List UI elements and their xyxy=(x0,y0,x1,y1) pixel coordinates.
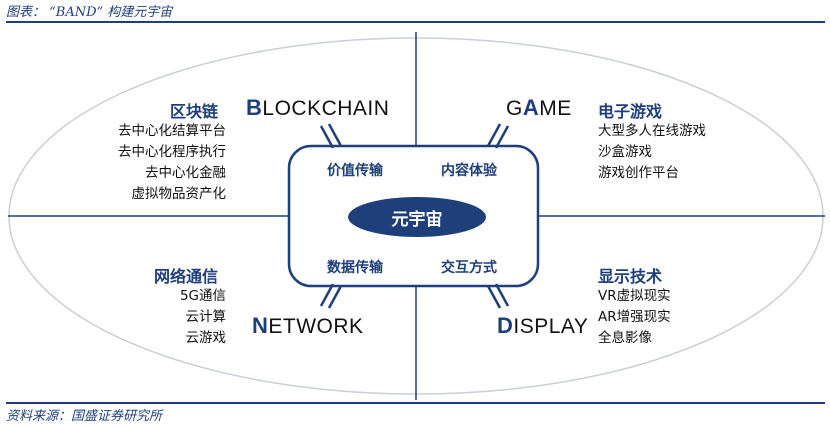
display-title: 显示技术 xyxy=(598,267,663,286)
list-item: 虚拟物品资产化 xyxy=(131,186,227,202)
blockchain-rest: LOCKCHAIN xyxy=(262,97,390,120)
game-list: 大型多人在线游戏 沙盒游戏 游戏创作平台 xyxy=(598,121,706,184)
core-metaverse: 元宇宙 xyxy=(348,197,486,237)
source-divider xyxy=(6,402,825,404)
list-item: 游戏创作平台 xyxy=(598,165,679,181)
blockchain-initial: B xyxy=(246,95,263,120)
list-item: 云游戏 xyxy=(185,330,227,346)
pill-data-transfer: 数据传输 xyxy=(327,260,383,276)
network-heading: NETWORK xyxy=(252,313,364,339)
blockchain-list: 去中心化结算平台 去中心化程序执行 去中心化金融 虚拟物品资产化 xyxy=(95,121,226,205)
connector-bottom-left xyxy=(319,283,343,309)
network-title: 网络通信 xyxy=(154,267,219,286)
display-rest: ISPLAY xyxy=(513,315,589,338)
connector-top-left xyxy=(319,123,343,149)
game-title: 电子游戏 xyxy=(598,102,663,121)
display-heading: DISPLAY xyxy=(497,313,588,339)
display-initial: D xyxy=(497,313,514,338)
list-item: 去中心化程序执行 xyxy=(118,144,226,160)
connector-bottom-right xyxy=(486,283,510,309)
figure-caption: 图表： “BAND” 构建元宇宙 xyxy=(6,5,173,20)
list-item: 去中心化金融 xyxy=(145,165,226,181)
list-item: 去中心化结算平台 xyxy=(118,123,226,139)
blockchain-heading: BLOCKCHAIN xyxy=(246,95,389,121)
blockchain-title: 区块链 xyxy=(170,102,219,121)
network-rest: ETWORK xyxy=(268,315,364,338)
source-note: 资料来源：国盛证券研究所 xyxy=(6,409,163,424)
pill-value-transfer: 价值传输 xyxy=(327,163,383,179)
list-item: 5G通信 xyxy=(179,288,226,304)
pill-interaction-mode: 交互方式 xyxy=(441,260,497,276)
game-heading: GAME xyxy=(506,95,572,121)
list-item: AR增强现实 xyxy=(598,309,671,325)
network-list: 5G通信 云计算 云游戏 xyxy=(120,286,226,349)
game-initial: A xyxy=(522,95,540,120)
list-item: 全息影像 xyxy=(598,330,652,346)
network-initial: N xyxy=(252,313,269,338)
list-item: 大型多人在线游戏 xyxy=(598,123,706,139)
connector-top-right xyxy=(486,123,510,149)
list-item: VR虚拟现实 xyxy=(598,288,671,304)
display-list: VR虚拟现实 AR增强现实 全息影像 xyxy=(598,286,671,349)
game-pre: G xyxy=(506,97,523,120)
list-item: 沙盒游戏 xyxy=(598,144,652,160)
list-item: 云计算 xyxy=(185,309,227,325)
caption-divider xyxy=(6,21,825,23)
pill-content-experience: 内容体验 xyxy=(441,163,497,179)
game-rest: ME xyxy=(539,97,572,120)
